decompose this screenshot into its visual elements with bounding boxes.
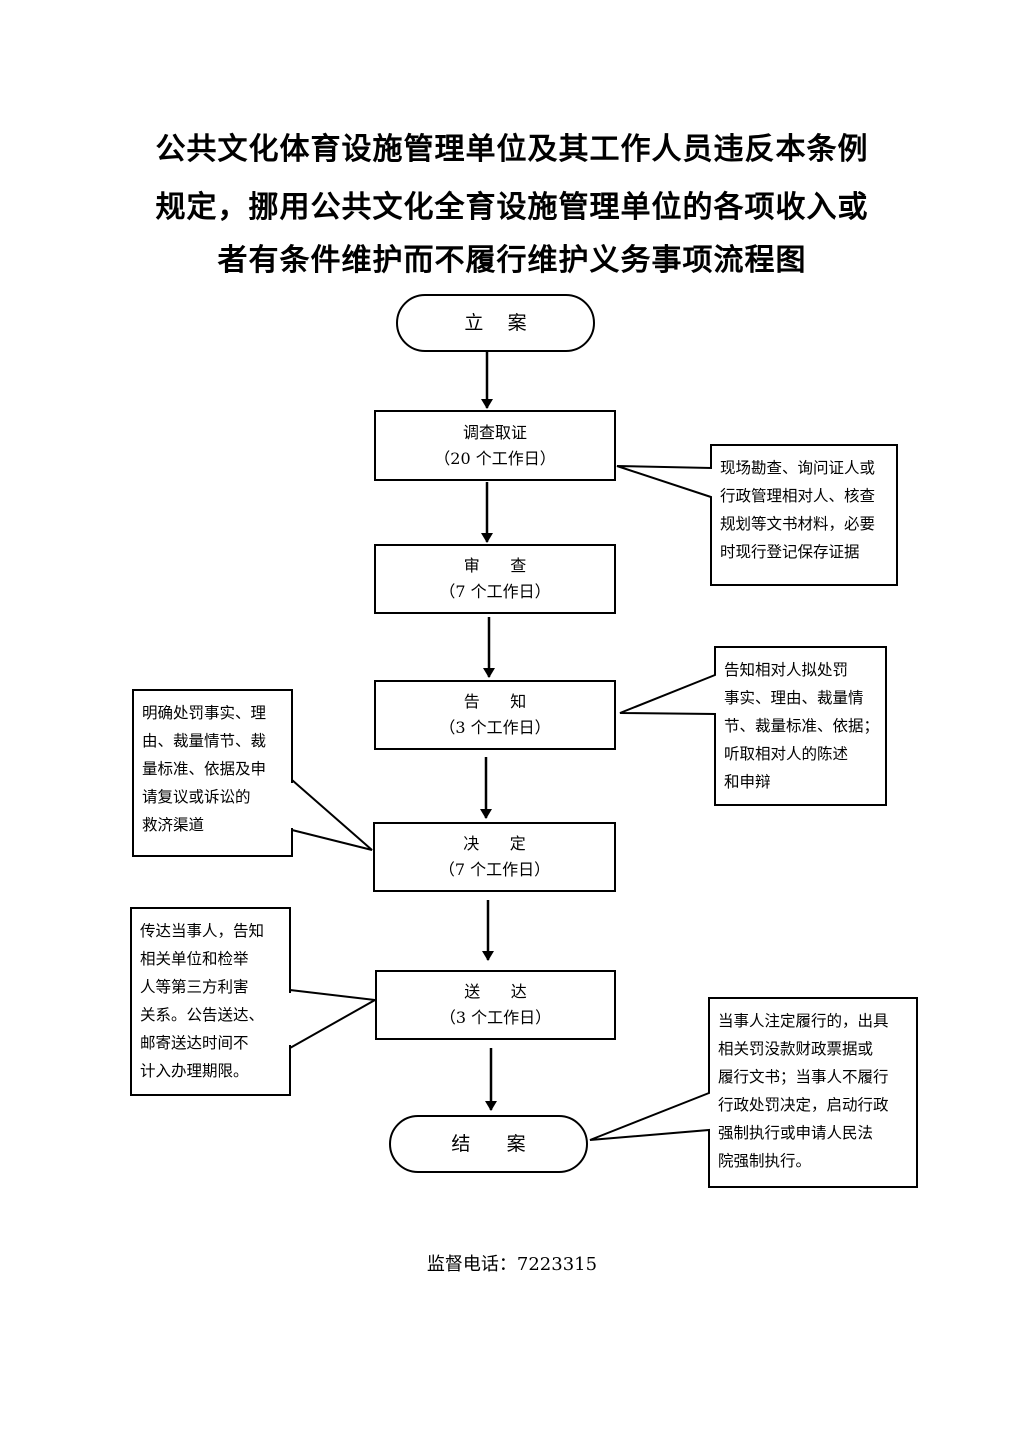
notify-days: （3 个工作日） bbox=[439, 718, 551, 737]
note-decide-line: 请复议或诉讼的 bbox=[142, 788, 251, 806]
note-notify-line: 听取相对人的陈述 bbox=[724, 745, 849, 763]
end-label: 结 案 bbox=[451, 1133, 526, 1155]
page-title-line-3: 者有条件维护而不履行维护义务事项流程图 bbox=[217, 243, 807, 278]
note-deliver-line: 人等第三方利害 bbox=[140, 978, 249, 996]
review-node: 审 查 （7 个工作日） bbox=[374, 544, 616, 614]
decide-days: （7 个工作日） bbox=[438, 860, 551, 879]
note-end-line: 相关罚没款财政票据或 bbox=[718, 1040, 874, 1058]
note-notify-line: 和申辩 bbox=[724, 773, 771, 791]
note-end-line: 行政处罚决定，启动行政 bbox=[718, 1096, 889, 1114]
note-investigate-line: 规划等文书材料，必要 bbox=[720, 515, 876, 533]
note-deliver-line: 传达当事人，告知 bbox=[140, 922, 265, 940]
note-end-line: 强制执行或申请人民法 bbox=[718, 1124, 874, 1142]
decide-node: 决 定 （7 个工作日） bbox=[373, 822, 616, 892]
deliver-label: 送 达 bbox=[464, 982, 527, 1001]
investigate-node: 调查取证 （20 个工作日） bbox=[374, 410, 616, 481]
investigate-label: 调查取证 bbox=[462, 422, 527, 442]
note-deliver-line: 关系。公告送达、 bbox=[140, 1006, 265, 1024]
note-decide: 明确处罚事实、理 由、裁量情节、裁 量标准、依据及申 请复议或诉讼的 救济渠道 bbox=[133, 692, 292, 846]
note-investigate-line: 行政管理相对人、核查 bbox=[720, 487, 876, 505]
review-label: 审 查 bbox=[463, 556, 527, 575]
start-label: 立 案 bbox=[464, 312, 527, 334]
deliver-node: 送 达 （3 个工作日） bbox=[375, 970, 616, 1040]
note-investigate-line: 现场勘查、询问证人或 bbox=[720, 459, 876, 477]
supervision-phone: 监督电话：7223315 bbox=[426, 1254, 598, 1275]
note-deliver-line: 计入办理期限。 bbox=[140, 1062, 249, 1080]
note-decide-line: 由、裁量情节、裁 bbox=[142, 732, 267, 750]
note-decide-line: 救济渠道 bbox=[142, 816, 205, 834]
note-end-line: 履行文书；当事人不履行 bbox=[718, 1068, 889, 1086]
note-deliver-line: 邮寄送达时间不 bbox=[140, 1034, 249, 1052]
note-investigate: 现场勘查、询问证人或 行政管理相对人、核查 规划等文书材料，必要 时现行登记保存… bbox=[711, 447, 897, 573]
end-node: 结 案 bbox=[389, 1115, 588, 1173]
note-decide-line: 量标准、依据及申 bbox=[142, 760, 267, 778]
note-decide-line: 明确处罚事实、理 bbox=[142, 704, 267, 722]
page-title-line-2: 规定，挪用公共文化全育设施管理单位的各项收入或 bbox=[155, 190, 869, 225]
review-days: （7 个工作日） bbox=[439, 582, 551, 601]
start-node: 立 案 bbox=[396, 294, 595, 352]
note-end-line: 当事人注定履行的，出具 bbox=[718, 1012, 889, 1030]
decide-label: 决 定 bbox=[463, 834, 526, 853]
callout-investigate bbox=[616, 444, 898, 586]
notify-node: 告 知 （3 个工作日） bbox=[374, 680, 616, 750]
note-deliver-line: 相关单位和检举 bbox=[140, 950, 249, 968]
callout-notify bbox=[619, 646, 887, 806]
investigate-days: （20 个工作日） bbox=[434, 448, 556, 468]
note-end-line: 院强制执行。 bbox=[718, 1152, 812, 1170]
note-investigate-line: 时现行登记保存证据 bbox=[720, 543, 860, 561]
deliver-days: （3 个工作日） bbox=[439, 1008, 552, 1027]
note-end: 当事人注定履行的，出具 相关罚没款财政票据或 履行文书；当事人不履行 行政处罚决… bbox=[709, 1000, 917, 1182]
note-deliver: 传达当事人，告知 相关单位和检举 人等第三方利害 关系。公告送达、 邮寄送达时间… bbox=[131, 910, 290, 1092]
notify-label: 告 知 bbox=[463, 692, 527, 711]
page-title-line-1: 公共文化体育设施管理单位及其工作人员违反本条例 bbox=[155, 132, 869, 167]
callout-end bbox=[589, 997, 918, 1188]
note-notify-line: 节、裁量标准、依据； bbox=[724, 717, 880, 735]
note-notify-line: 告知相对人拟处罚 bbox=[724, 661, 849, 679]
callout-decide bbox=[132, 689, 373, 857]
note-notify: 告知相对人拟处罚 事实、理由、裁量情 节、裁量标准、依据； 听取相对人的陈述 和… bbox=[715, 649, 886, 803]
note-notify-line: 事实、理由、裁量情 bbox=[724, 689, 864, 707]
